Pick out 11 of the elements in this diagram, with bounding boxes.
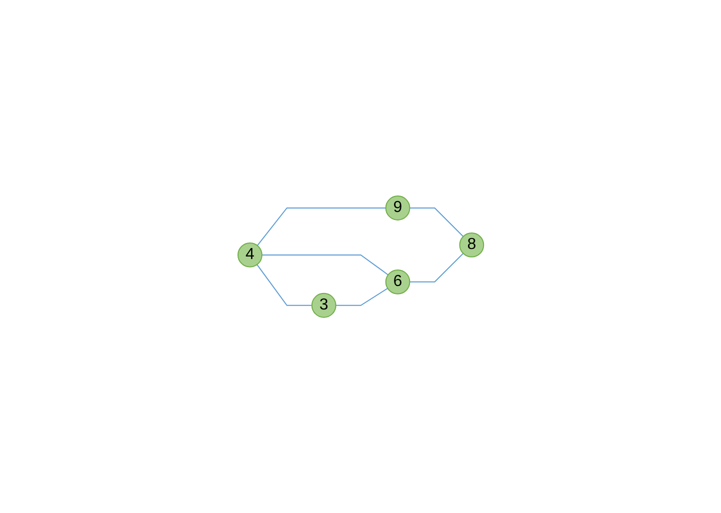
- connector: [408, 252, 464, 282]
- connector: [256, 207, 386, 246]
- connector: [408, 207, 464, 237]
- connector: [335, 288, 388, 306]
- connector: [256, 264, 312, 306]
- node-circle: 4: [237, 242, 262, 268]
- node-circle: 8: [458, 232, 484, 258]
- node-circle: 3: [311, 292, 336, 318]
- node-circle: 9: [385, 195, 410, 220]
- node-circle: 6: [385, 269, 410, 294]
- connector: [261, 254, 388, 276]
